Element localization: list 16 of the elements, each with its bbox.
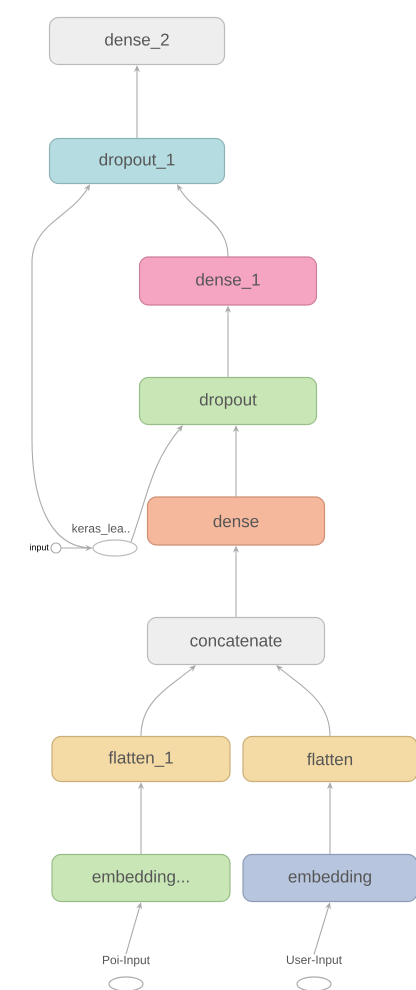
layer-box: dense_2	[48, 16, 226, 66]
layer-box: dense_1	[138, 256, 318, 306]
layer-box: dropout_1	[48, 138, 226, 184]
layer-box: dropout	[138, 376, 318, 426]
node-label: keras_lea..	[72, 524, 130, 535]
layer-box: flatten	[242, 736, 416, 782]
input-node: User-Input	[286, 956, 342, 990]
node-label: input	[30, 544, 49, 552]
input-node: Poi-Input	[102, 955, 150, 990]
layer-box: embedding...	[51, 854, 231, 902]
layer-box: flatten_1	[51, 736, 231, 782]
node-label: User-Input	[286, 956, 342, 966]
layer-box: dense	[146, 496, 326, 546]
layer-box: embedding	[242, 854, 416, 902]
layer-box: concatenate	[146, 616, 326, 666]
node-label: Poi-Input	[102, 955, 150, 967]
